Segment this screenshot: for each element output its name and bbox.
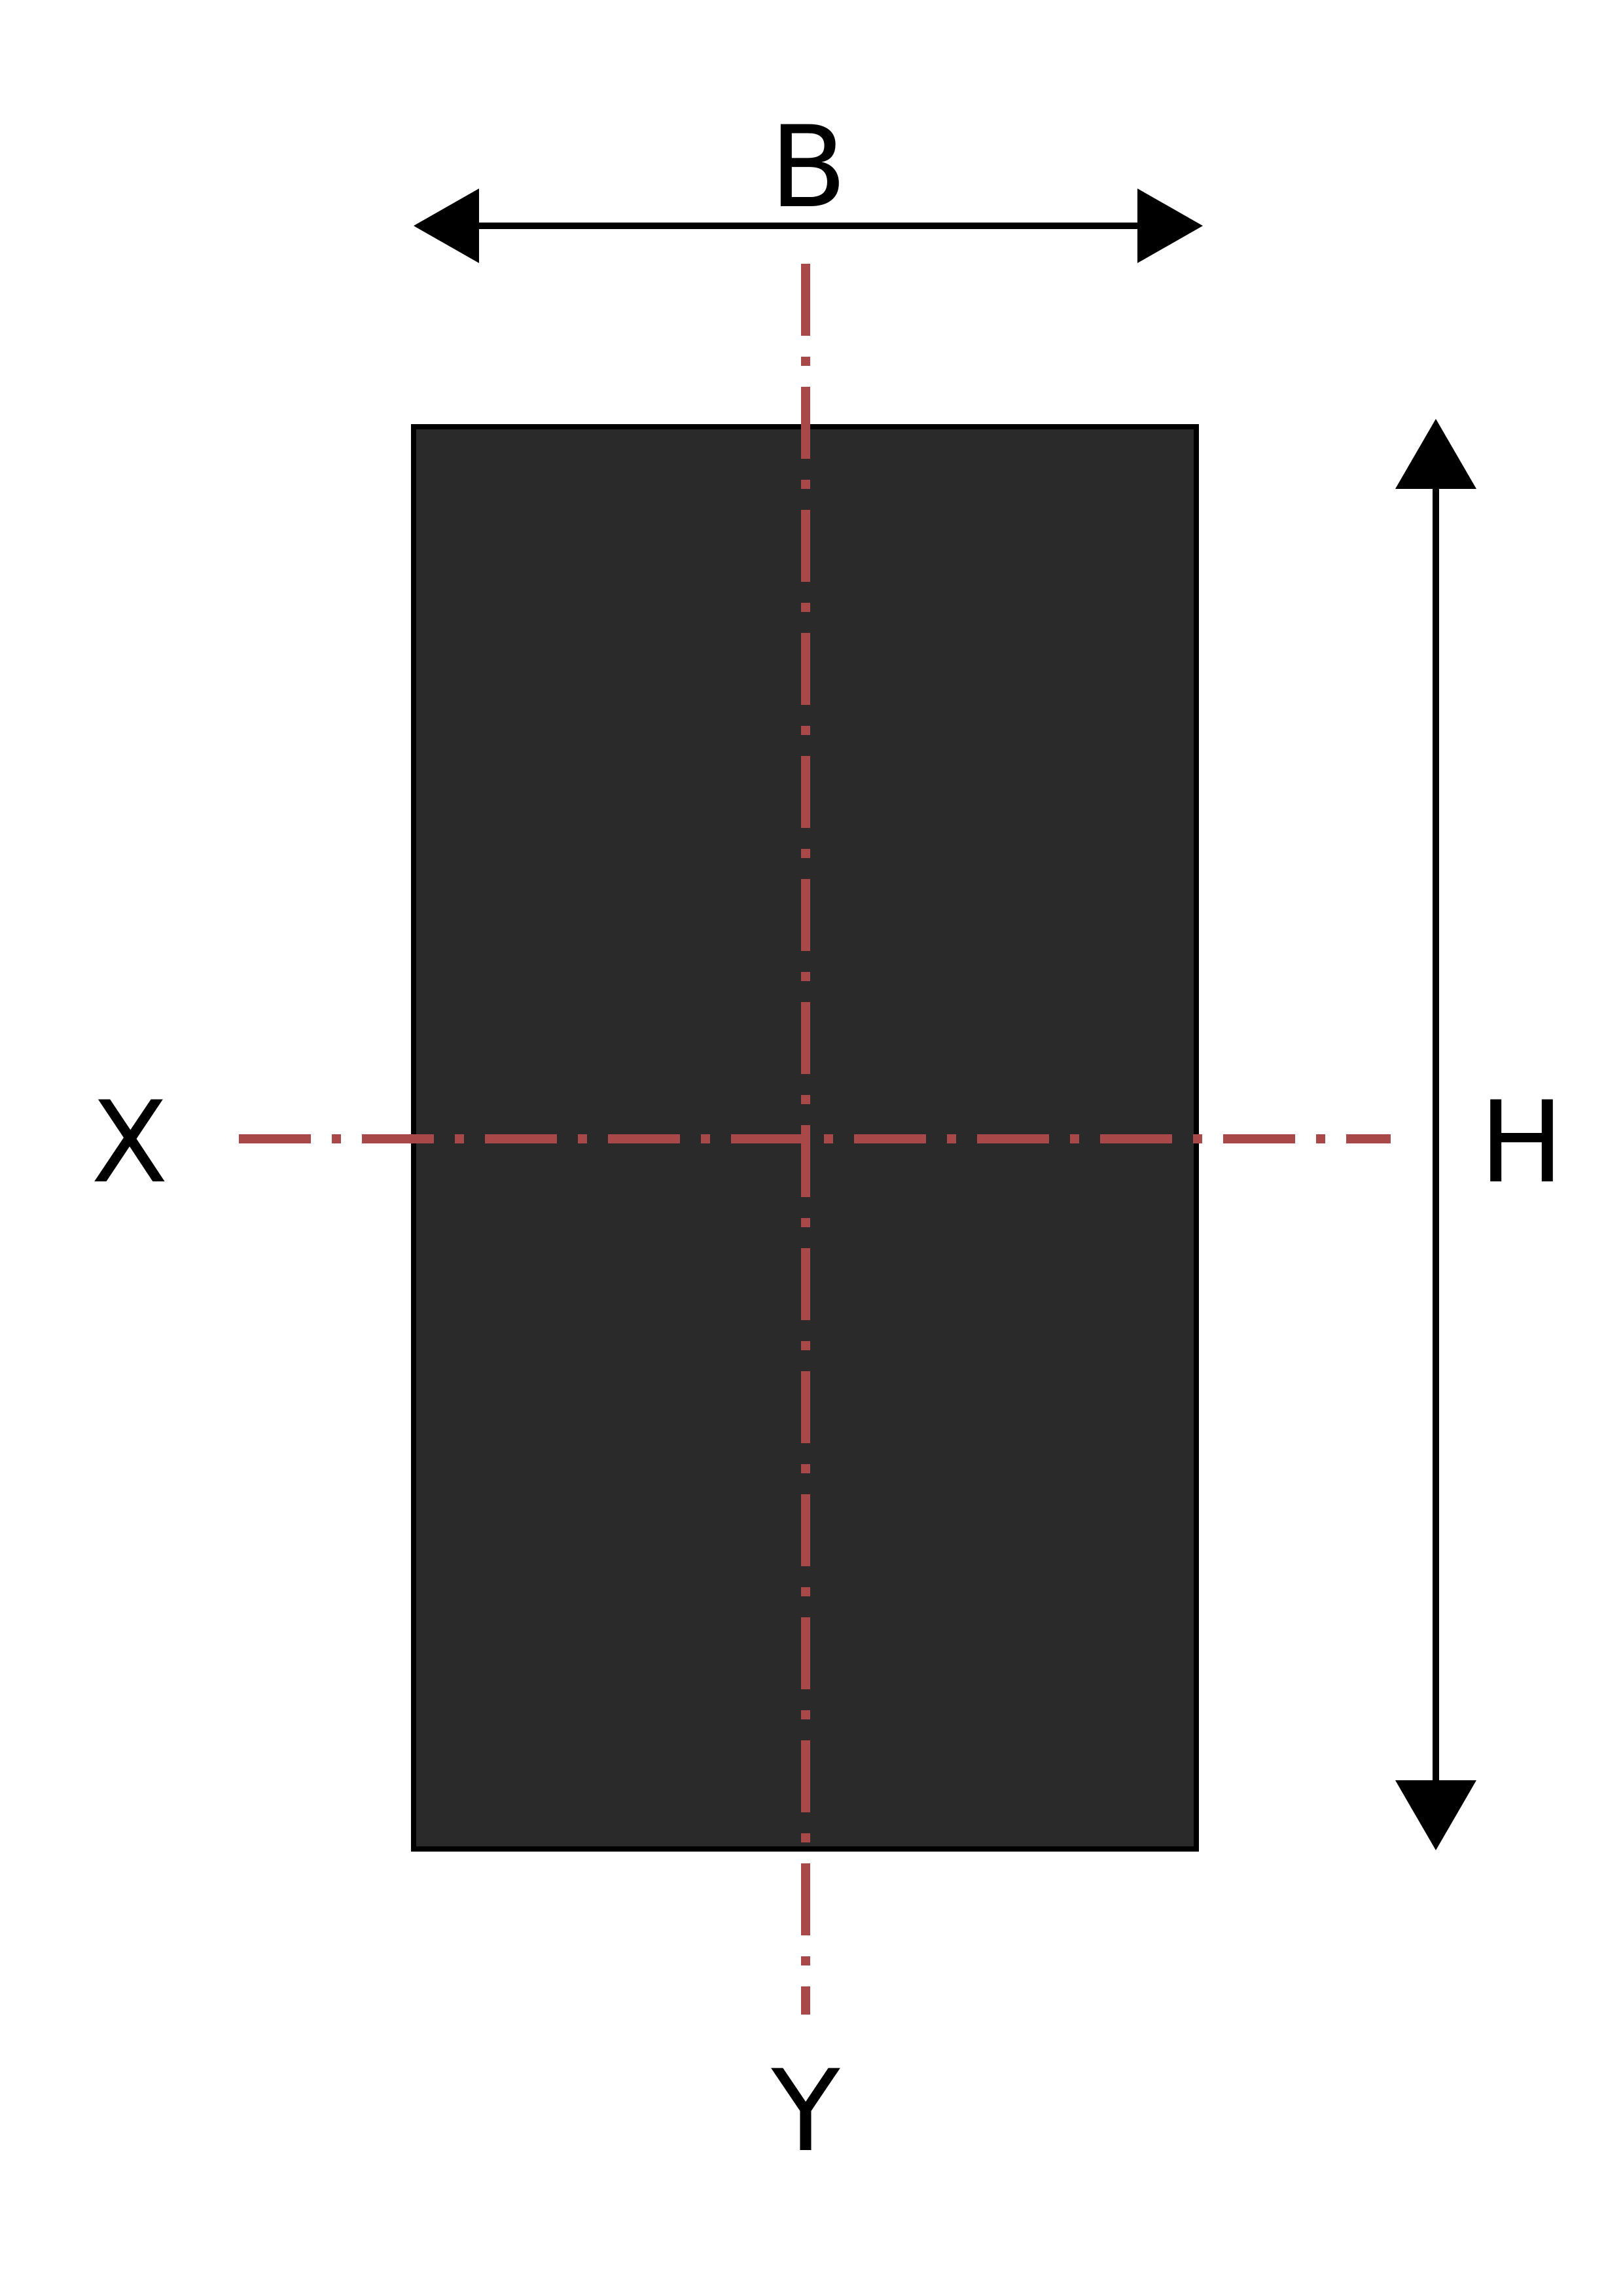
y-axis-label: Y — [770, 2045, 840, 2177]
arrowhead-down-icon — [1395, 1780, 1476, 1850]
width-dimension-arrow — [414, 188, 1203, 263]
height-dimension-arrow — [1395, 419, 1476, 1850]
arrowhead-left-icon — [414, 188, 479, 263]
width-label: B — [770, 101, 847, 233]
arrowhead-right-icon — [1137, 188, 1203, 263]
height-label: H — [1479, 1077, 1563, 1208]
x-axis-label: X — [91, 1077, 168, 1208]
arrowhead-up-icon — [1395, 419, 1476, 489]
